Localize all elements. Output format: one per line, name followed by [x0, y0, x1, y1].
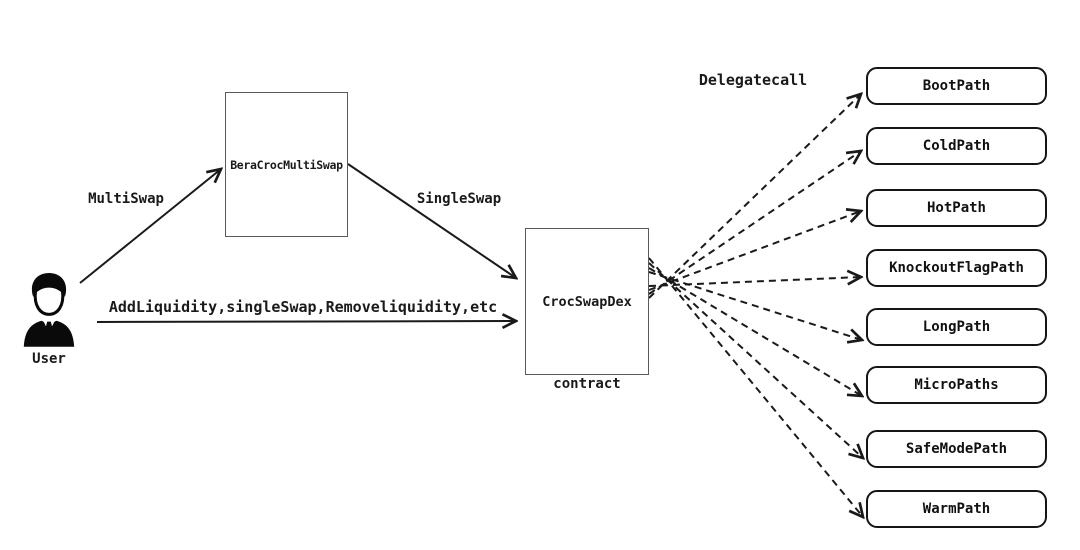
beracroc-multiswap-node: BeraCrocMultiSwap [225, 92, 348, 237]
path-node-warmpath: WarmPath [866, 490, 1047, 528]
crocswapdex-node: CrocSwapDex [525, 228, 649, 375]
delegate-arrow-bootpath [648, 94, 861, 299]
path-node-hotpath: HotPath [866, 189, 1047, 227]
multiswap-arrow [79, 169, 221, 284]
addliquidity-arrow [96, 321, 516, 322]
delegate-arrow-micropaths [648, 267, 862, 396]
user-icon [23, 273, 75, 347]
delegate-arrow-safemodepath [648, 262, 863, 458]
multiswap-edge-label: MultiSwap [88, 191, 164, 207]
addliquidity-edge-label: AddLiquidity,singleSwap,Removeliquidity,… [108, 298, 498, 316]
path-node-bootpath: BootPath [866, 67, 1047, 105]
path-node-coldpath: ColdPath [866, 127, 1047, 165]
delegate-arrow-knockoutflagpath [648, 277, 861, 287]
path-node-knockoutflagpath: KnockoutFlagPath [866, 249, 1047, 287]
user-label: User [32, 351, 66, 367]
contract-label: contract [553, 376, 621, 392]
delegate-arrow-coldpath [648, 151, 861, 295]
delegatecall-label: Delegatecall [698, 71, 808, 89]
delegate-arrow-warmpath [648, 257, 863, 517]
path-node-micropaths: MicroPaths [866, 366, 1047, 404]
path-node-longpath: LongPath [866, 308, 1047, 346]
path-node-safemodepath: SafeModePath [866, 430, 1047, 468]
delegate-arrow-hotpath [648, 211, 861, 291]
singleswap-edge-label: SingleSwap [416, 191, 502, 207]
delegate-arrow-longpath [648, 271, 862, 340]
singleswap-arrow [347, 163, 516, 278]
